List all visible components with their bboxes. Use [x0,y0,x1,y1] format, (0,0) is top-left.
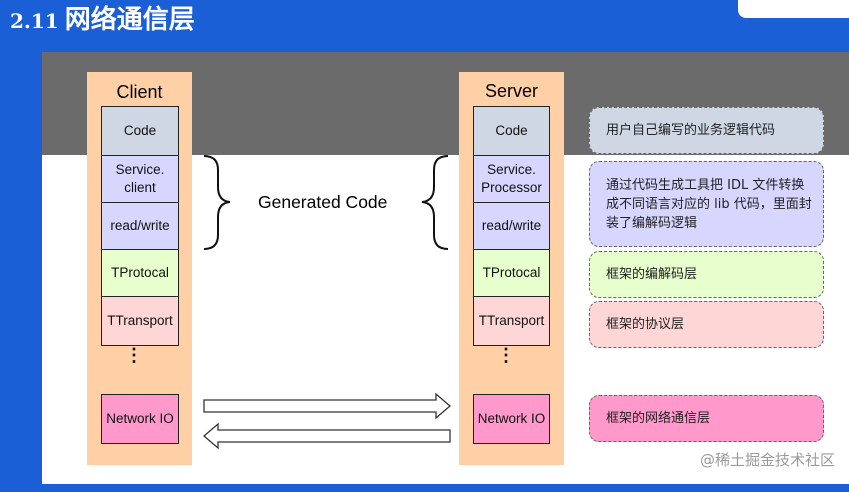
server-layer-code: Code [473,106,550,156]
server-layer-ttransport: TTransport [473,296,550,346]
arrow-server-to-client [203,422,451,450]
arrow-client-to-server [203,392,451,420]
desc-code: 用户自己编写的业务逻辑代码 [589,107,824,154]
desc-transport: 框架的协议层 [589,301,824,348]
client-layer-code: Code [101,106,179,156]
desc-protocol: 框架的编解码层 [589,251,824,298]
slide-title-text: 网络通信层 [64,5,195,35]
generated-code-label: Generated Code [258,192,388,212]
client-layer-read-write: read/write [101,202,179,250]
client-layer-network-io: Network IO [101,394,179,444]
server-layer-tprotocal: TProtocal [473,249,550,297]
connectors-layer [203,155,451,450]
desc-generated: 通过代码生成工具把 IDL 文件转换成不同语言对应的 lib 代码，里面封装了编… [589,161,824,247]
client-layer-tprotocal: TProtocal [101,249,179,297]
client-layer-ttransport: TTransport [101,296,179,346]
client-title: Client [116,82,163,102]
server-layer-service: Service. Processor [473,155,550,203]
desc-network: 框架的网络通信层 [589,395,824,442]
left-curly-brace [203,155,231,250]
slide-number: 2.11 [10,9,59,33]
server-title: Server [484,81,538,101]
right-curly-brace [421,155,449,250]
corner-tab [738,0,849,18]
server-layer-network-io: Network IO [473,394,550,444]
diagram-canvas: Client Code Service. client read/write T… [42,52,849,484]
watermark: @稀土掘金技术社区 [699,451,835,469]
server-layer-read-write: read/write [473,202,550,250]
